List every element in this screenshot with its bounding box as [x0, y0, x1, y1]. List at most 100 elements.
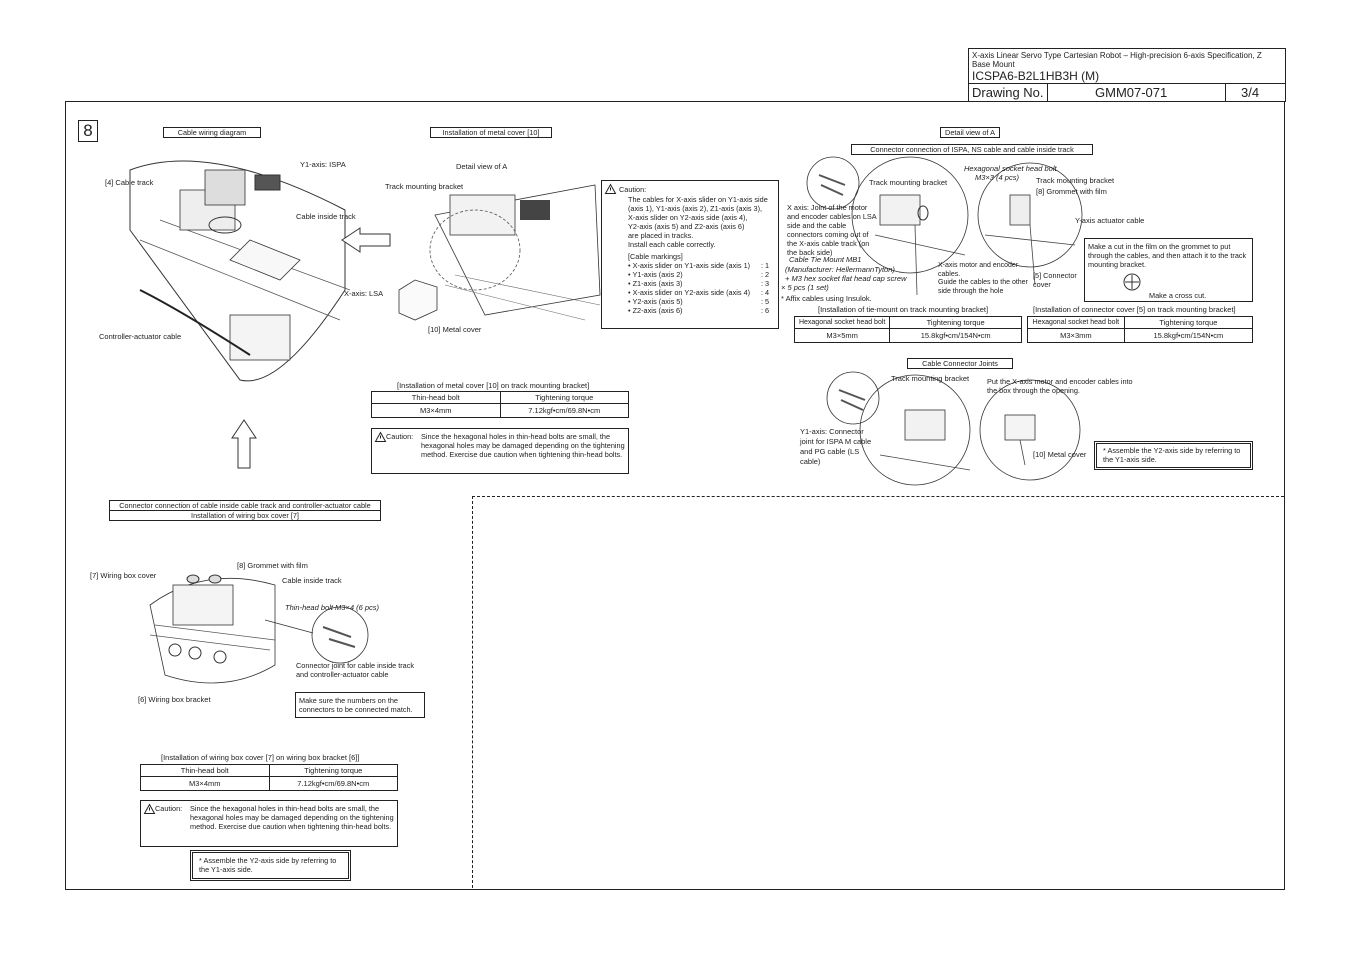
table-cell: M3×4mm [371, 403, 501, 418]
cable-wiring-heading: Cable wiring diagram [163, 127, 261, 138]
table-cell: M3×4mm [140, 776, 270, 791]
wiring-box-table-title: [Installation of wiring box cover [7] on… [161, 753, 360, 762]
numbers-note-box: Make sure the numbers on the connectors … [295, 692, 425, 718]
tie-table-title: [Installation of tie-mount on track moun… [818, 305, 989, 314]
caution-text: Since the hexagonal holes in thin-head b… [421, 432, 625, 459]
marking-name: • Y2-axis (axis 5) [628, 297, 683, 306]
label-y1-axis: Y1-axis: ISPA [300, 160, 346, 169]
numbers-note: Make sure the numbers on the connectors … [299, 696, 413, 714]
cross-cut-note: Make a cross cut. [1149, 291, 1207, 300]
label-track-bracket-1: Track mounting bracket [869, 178, 948, 187]
cross-cut-icon [1123, 273, 1141, 291]
table-header: Tightening torque [889, 316, 1022, 329]
drawing-label: Drawing No. [972, 85, 1044, 100]
label-metal-cover: [10] Metal cover [428, 325, 482, 334]
detail-a-illustration [806, 156, 1083, 296]
label-wb-connector-joint: Connector joint for cable inside track a… [296, 661, 415, 679]
step-number-text: 8 [83, 121, 93, 140]
table-header: Tightening torque [499, 391, 629, 404]
table-cell: M3×3mm [1027, 328, 1125, 343]
marking-name: • X-axis slider on Y2-axis side (axis 4) [628, 288, 751, 297]
table-cell: 15.8kgf•cm/154N•cm [1123, 328, 1254, 343]
metal-cover-illustration [398, 184, 601, 321]
marking-value: : 1 [761, 261, 770, 270]
label-controller-cable: Controller-actuator cable [99, 332, 182, 341]
connector-joints-heading: Cable Connector Joints [907, 358, 1013, 369]
marking-name: • Y1-axis (axis 2) [628, 270, 683, 279]
caution-line: X-axis slider on Y2-axis side (axis 4), [628, 213, 748, 222]
table-cell: 15.8kgf•cm/154N•cm [889, 328, 1022, 343]
label-track-bracket: Track mounting bracket [385, 182, 464, 191]
caution-label: Caution: [386, 432, 414, 441]
connector-cover-table: Hexagonal socket head bolt Tightening to… [1027, 316, 1254, 343]
marking-row: • Y2-axis (axis 5) : 5 [628, 297, 778, 306]
sheet-number: 3/4 [1241, 85, 1260, 100]
cut-note: Make a cut in the film on the grommet to… [1088, 242, 1247, 269]
markings-title: [Cable markings] [628, 252, 683, 261]
wiring-box-heading-2: Installation of wiring box cover [7] [109, 511, 381, 521]
label-put-cables: Put the X-axis motor and encoder cables … [987, 377, 1133, 395]
warning-icon [374, 431, 387, 442]
label-track-bracket-2: Track mounting bracket [1036, 176, 1115, 185]
table-header: Hexagonal socket head bolt [793, 316, 891, 329]
label-x-motor: X-axis motor and encoder cables. [938, 262, 1019, 278]
label-guide: Guide the cables to the other side throu… [938, 279, 1028, 295]
marking-name: • X-axis slider on Y1-axis side (axis 1) [628, 261, 751, 270]
detail-a-heading: Detail view of A [940, 127, 1000, 138]
caution-line: Y2-axis (axis 5) and Z2-axis (axis 6) [628, 222, 745, 231]
label-metal-cover-joint: [10] Metal cover [1033, 450, 1087, 459]
label-wb-cover: [7] Wiring box cover [90, 571, 157, 580]
marking-name: • Z1-axis (axis 3) [628, 279, 683, 288]
table-header: Hexagonal socket head bolt [1027, 316, 1125, 329]
y2-note-text: * Assemble the Y2-axis side by referring… [1103, 446, 1241, 464]
caution-lines: The cables for X-axis slider on Y1-axis … [628, 195, 778, 315]
detail-a-subheading: Connector connection of ISPA, NS cable a… [851, 144, 1093, 155]
label-manufacturer: (Manufacturer: HellermannTyton) [785, 265, 895, 274]
title-block: X-axis Linear Servo Type Cartesian Robot… [968, 48, 1286, 102]
label-insulok: * Affix cables using Insulok. [781, 294, 872, 303]
marking-value: : 3 [761, 279, 770, 288]
y2-note-text: * Assemble the Y2-axis side by referring… [199, 856, 337, 874]
metal-cover-table-title: [Installation of metal cover [10] on tra… [397, 381, 590, 390]
caution-line: (axis 1), Y1-axis (axis 2), Z1-axis (axi… [628, 204, 763, 213]
label-wb-bracket: [6] Wiring box bracket [138, 695, 211, 704]
table-cell: M3×5mm [793, 328, 891, 343]
metal-cover-caution: Caution: Since the hexagonal holes in th… [371, 428, 629, 474]
table-header: Tightening torque [1123, 316, 1254, 329]
title-sep-2 [1225, 83, 1226, 101]
label-wb-grommet: [8] Grommet with film [237, 561, 308, 570]
label-track-bracket-joint: Track mounting bracket [891, 374, 970, 383]
warning-icon [604, 183, 617, 194]
label-hex-bolt-qty: M3×3 (4 pcs) [975, 173, 1019, 182]
caution-line: Install each cable correctly. [628, 240, 716, 249]
marking-value: : 4 [761, 288, 770, 297]
marking-row: • Z1-axis (axis 3) : 3 [628, 279, 778, 288]
wiring-box-table: Thin-head bolt Tightening torque M3×4mm … [140, 764, 398, 791]
title-sep-1 [1047, 83, 1048, 101]
label-cable-track: [4] Cable track [105, 178, 154, 187]
wiring-box-illustration [149, 574, 369, 684]
wiring-box-heading-1: Connector connection of cable inside cab… [109, 500, 381, 511]
connector-joints-illustration [826, 371, 1081, 486]
label-connector-cover: [5] Connector cover [1033, 271, 1077, 289]
warning-icon [143, 803, 156, 814]
caution-label: Caution: [619, 185, 647, 194]
marking-value: : 6 [761, 306, 770, 315]
step-number: 8 [78, 120, 98, 142]
label-hex-bolt: Hexagonal socket head bolt [964, 164, 1057, 173]
label-tie-mount: Cable Tie Mount MB1 [789, 255, 862, 264]
label-screw-qty: × 5 pcs (1 set) [781, 283, 829, 292]
marking-row: • X-axis slider on Y2-axis side (axis 4)… [628, 288, 778, 297]
caution-label: Caution: [155, 804, 183, 813]
caution-line: The cables for X-axis slider on Y1-axis … [628, 195, 768, 204]
caution-line: are placed in tracks. [628, 231, 694, 240]
label-cable-inside: Cable inside track [296, 212, 356, 221]
divider-horizontal [472, 496, 1284, 497]
table-header: Thin-head bolt [371, 391, 501, 404]
title-divider [969, 83, 1285, 84]
title-description: X-axis Linear Servo Type Cartesian Robot… [972, 51, 1262, 69]
marking-value: : 2 [761, 270, 770, 279]
marking-row: • X-axis slider on Y1-axis side (axis 1)… [628, 261, 778, 270]
marking-value: : 5 [761, 297, 770, 306]
marking-row: • Y1-axis (axis 2) : 2 [628, 270, 778, 279]
